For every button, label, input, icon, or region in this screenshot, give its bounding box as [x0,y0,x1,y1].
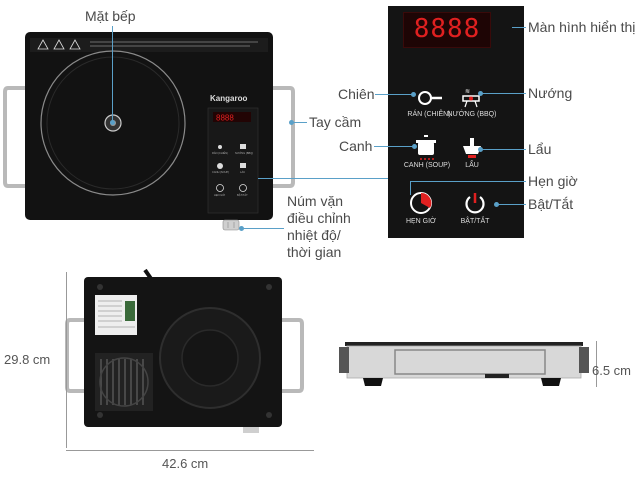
callout-power: Bật/Tắt [528,196,574,212]
power-icon[interactable] [462,190,488,216]
grill-icon[interactable]: ≋ [460,86,482,110]
hotpot-label: LẨU [465,162,479,169]
svg-text:8888: 8888 [216,114,234,123]
induction-coil [181,329,239,387]
svg-text:BẬT/TẮT: BẬT/TẮT [237,192,248,197]
svg-text:NƯỚNG (BBQ): NƯỚNG (BBQ) [235,150,253,155]
side-handle [394,349,546,375]
height-dimension-line [596,341,597,387]
stove-bottom-view [65,268,304,433]
fry-label: RÁN (CHIÊN) [407,111,451,118]
callout-cooktop-surface: Mặt bếp [85,8,136,24]
svg-text:RÁN (CHIÊN): RÁN (CHIÊN) [212,150,228,155]
callout-display: Màn hình hiển thị [528,19,636,35]
depth-dimension-line [66,272,67,448]
grill-label: NƯỚNG (BBQ) [447,111,497,118]
height-dimension: 6.5 cm [592,363,632,378]
display-screen: 8888 [403,12,491,48]
hotpot-icon[interactable] [460,134,484,162]
depth-dimension: 29.8 cm [4,352,51,367]
callout-timer: Hẹn giờ [528,173,578,189]
left-handle [2,86,26,188]
right-foot [541,378,561,386]
svg-text:HẸN GIỜ: HẸN GIỜ [214,192,226,197]
stove-top-view: Kangaroo 8888 RÁN (CHIÊN) NƯỚNG (BBQ) CA… [2,32,295,231]
display-digits: 8888 [413,14,481,44]
callout-grill: Nướng [528,85,573,101]
stove-side-view [339,342,589,386]
glass-top-edge [345,342,583,346]
timer-label: HẸN GIỜ [405,218,437,225]
svg-text:≋: ≋ [465,89,470,95]
width-dimension-line [66,450,314,451]
control-knob [222,219,240,231]
soup-pot-icon[interactable] [412,134,440,162]
svg-text:LẨU: LẨU [240,169,245,174]
callout-line-cooktop [112,26,113,123]
callout-soup: Canh [339,138,373,154]
callout-hotpot: Lẩu [528,141,552,157]
svg-text:CANH (SOUP): CANH (SOUP) [212,170,229,174]
width-dimension: 42.6 cm [162,456,209,471]
cooling-fan [99,357,149,407]
soup-label: CANH (SOUP) [403,162,451,169]
power-label: BẬT/TẮT [460,218,490,225]
callout-knob-line3: nhiệt độ/ [287,227,341,243]
callout-knob-line1: Núm vặn [287,193,344,209]
right-handle [272,86,295,188]
timer-icon[interactable] [408,190,434,216]
callout-fry: Chiên [338,86,375,102]
callout-knob-line2: điều chỉnh [287,210,351,226]
fry-icon[interactable] [414,88,444,108]
callout-knob-line4: thời gian [287,244,342,260]
brand-logo: Kangaroo [210,94,247,103]
cooking-zone-ring [40,50,186,196]
stainless-body [346,345,582,379]
left-foot [363,378,383,386]
callout-handle: Tay cầm [309,114,362,130]
control-panel-zoom: 8888 RÁN (CHIÊN) ≋ NƯỚNG (BBQ) CANH (SOU… [388,6,524,238]
